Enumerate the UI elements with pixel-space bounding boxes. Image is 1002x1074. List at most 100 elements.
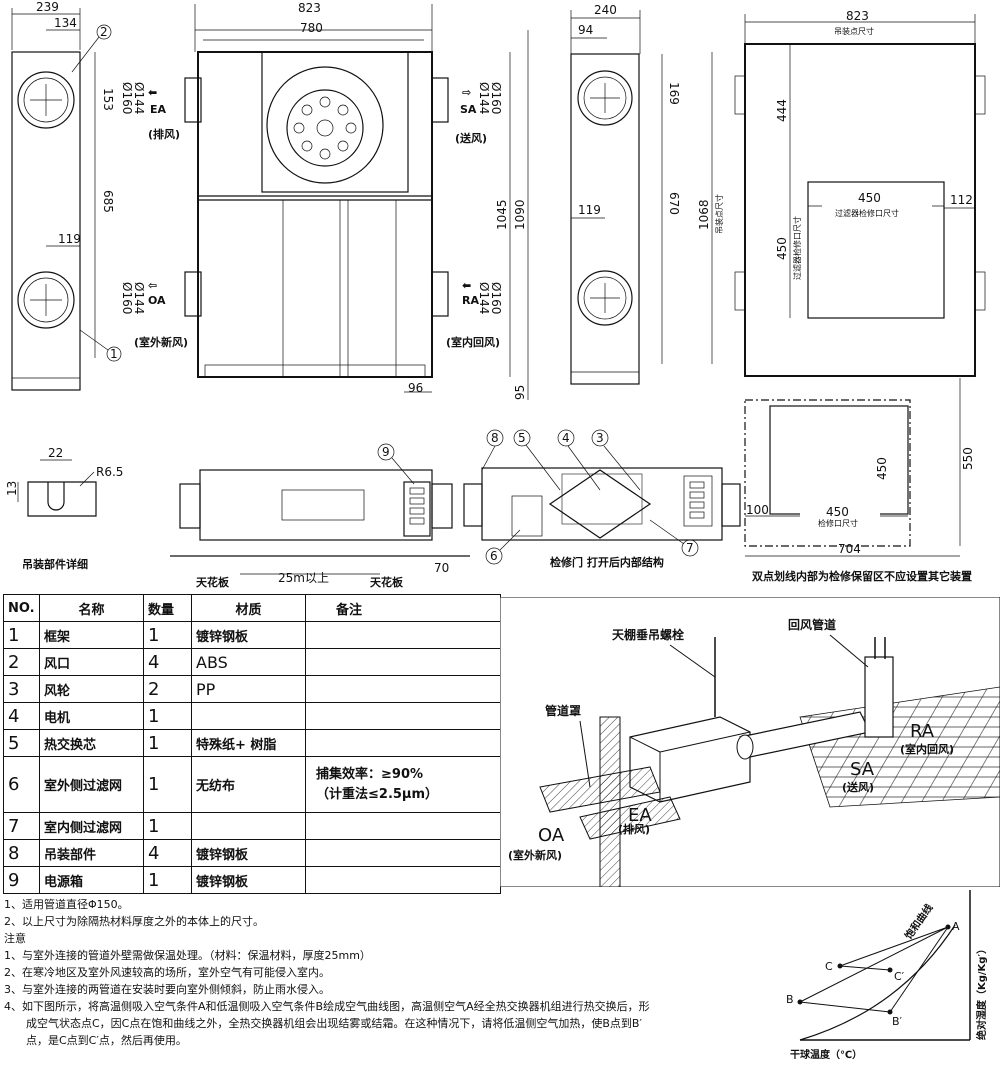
row-name: 风轮 <box>39 675 144 703</box>
internal-callout-8: 8 <box>491 431 499 445</box>
row-material: 特殊纸+ 树脂 <box>191 729 306 757</box>
row-name: 热交换芯 <box>39 729 144 757</box>
internal-callout-6: 6 <box>490 549 498 563</box>
dim-704: 704 <box>838 542 861 556</box>
col-no: NO. <box>3 594 40 622</box>
port-oa-code: OA <box>148 294 166 307</box>
row-note <box>305 702 501 730</box>
row-note <box>305 866 501 894</box>
row-material: 镀锌钢板 <box>191 866 306 894</box>
row-material: 镀锌钢板 <box>191 621 306 649</box>
row-qty: 4 <box>143 648 192 676</box>
table-row: 4 电机 1 <box>3 702 501 730</box>
internal-callout-4: 4 <box>562 431 570 445</box>
front-view: 823 780 ⬅ EA Ø160 Ø144 (排风) ⇨ <box>120 1 529 400</box>
dim-780: 780 <box>300 21 323 35</box>
internal-callout-3: 3 <box>596 431 604 445</box>
point-b-prime: B′ <box>892 1015 903 1028</box>
filter-label-vertical: 过滤器检修口尺寸 <box>792 216 802 280</box>
port-oa-dia-inner: Ø144 <box>132 282 146 314</box>
dim-94: 94 <box>578 23 593 37</box>
dim-450-top-w: 450 <box>858 191 881 205</box>
row-qty: 2 <box>143 675 192 703</box>
psychrometric-chart: 饱和曲线 A C C′ B B′ 绝对湿度（Kg/Kg′） 干球温度（℃） <box>786 890 988 1061</box>
left-side-view: 239 134 153 685 119 2 1 <box>11 0 122 391</box>
dim-96: 96 <box>408 381 423 395</box>
dim-1090: 1090 <box>513 199 527 230</box>
internal-caption: 检修门 打开后内部结构 <box>550 555 664 569</box>
dim-25m: 25m以上 <box>278 571 329 585</box>
dim-r65: R6.5 <box>96 465 123 479</box>
row-note-line1: 捕集效率：≥90% <box>316 766 424 782</box>
port-oa-dia-outer: Ø160 <box>120 282 134 314</box>
row-note <box>305 839 501 867</box>
service-caption: 双点划线内部为检修保留区不应设置其它装置 <box>752 569 972 583</box>
svg-text:⬅: ⬅ <box>462 279 471 292</box>
row-qty: 1 <box>143 729 192 757</box>
caution-4b: 成空气状态点C，因C点在饱和曲线之外，全热交换器机组会出现结雾或结霜。在这种情况… <box>26 1017 642 1030</box>
table-row: 5 热交换芯 1 特殊纸+ 树脂 <box>3 729 501 757</box>
row-no: 6 <box>3 756 40 813</box>
port-sa-dia-outer: Ø160 <box>489 82 503 114</box>
internal-view: 8 5 4 3 6 7 检修门 打开后内部结构 <box>463 429 741 569</box>
callout-9: 9 <box>382 445 390 459</box>
table-row: 2 风口 4 ABS <box>3 648 501 676</box>
col-note: 备注 <box>305 594 501 622</box>
row-no: 7 <box>3 812 40 840</box>
port-sa-label: (送风) <box>455 131 487 145</box>
dim-444: 444 <box>775 99 789 122</box>
row-no: 5 <box>3 729 40 757</box>
port-ra-dia-outer: Ø160 <box>489 282 503 314</box>
callout-2: 2 <box>100 25 108 39</box>
dim-240: 240 <box>594 3 617 17</box>
row-qty: 1 <box>143 702 192 730</box>
row-name: 框架 <box>39 621 144 649</box>
table-row: 7 室内侧过滤网 1 <box>3 812 501 840</box>
top-view: 823 吊装点尺寸 450 过滤器检修口尺寸 112 444 450 过滤器检修… <box>697 9 986 377</box>
row-no: 3 <box>3 675 40 703</box>
dim-239: 239 <box>36 0 59 14</box>
hanger-caption: 吊装部件详细 <box>22 557 88 571</box>
service-area: 450 检修口尺寸 100 450 550 704 双点划线内部为检修保留区不应… <box>744 378 975 583</box>
dim-22: 22 <box>48 446 63 460</box>
table-row: 8 吊装部件 4 镀锌钢板 <box>3 839 501 867</box>
y-axis-label: 绝对湿度（Kg/Kg′） <box>975 944 988 1040</box>
table-row: 6 室外侧过滤网 1 无纺布 捕集效率：≥90% （计重法≤2.5μm） <box>3 756 501 813</box>
internal-callout-5: 5 <box>518 431 526 445</box>
row-name: 电机 <box>39 702 144 730</box>
filter-label-top: 过滤器检修口尺寸 <box>835 208 899 218</box>
row-qty: 4 <box>143 839 192 867</box>
svg-text:⇦: ⇦ <box>148 279 157 292</box>
row-material: PP <box>191 675 306 703</box>
row-no: 8 <box>3 839 40 867</box>
ceiling-left: 天花板 <box>196 575 230 589</box>
table-row: 9 电源箱 1 镀锌钢板 <box>3 866 501 894</box>
row-name: 室内侧过滤网 <box>39 812 144 840</box>
caution-4c: 点，是C点到C′点，然后再使用。 <box>26 1034 187 1047</box>
dim-100: 100 <box>746 503 769 517</box>
row-material: ABS <box>191 648 306 676</box>
caution-1: 1、与室外连接的管道外壁需做保温处理。（材料：保温材料，厚度25mm） <box>4 949 371 962</box>
sa-label: (送风) <box>842 780 874 794</box>
row-name: 风口 <box>39 648 144 676</box>
row-qty: 1 <box>143 866 192 894</box>
row-note <box>305 812 501 840</box>
internal-callout-7: 7 <box>686 541 694 555</box>
dim-119-right: 119 <box>578 203 601 217</box>
row-note <box>305 648 501 676</box>
oa-label: (室外新风) <box>508 848 562 862</box>
row-name: 吊装部件 <box>39 839 144 867</box>
dim-670: 670 <box>667 192 681 215</box>
point-a: A <box>952 920 960 933</box>
row-note <box>305 729 501 757</box>
ea-code: EA <box>628 805 652 826</box>
note-line-1: 1、适用管道直径Φ150。 <box>4 898 129 911</box>
row-note: 捕集效率：≥90% （计重法≤2.5μm） <box>305 756 501 813</box>
col-name: 名称 <box>39 594 144 622</box>
point-b: B <box>786 993 794 1006</box>
oa-code: OA <box>538 825 565 846</box>
dim-119-left: 119 <box>58 232 81 246</box>
dim-685: 685 <box>101 190 115 213</box>
dim-112: 112 <box>950 193 973 207</box>
port-ea-dia-outer: Ø160 <box>120 82 134 114</box>
